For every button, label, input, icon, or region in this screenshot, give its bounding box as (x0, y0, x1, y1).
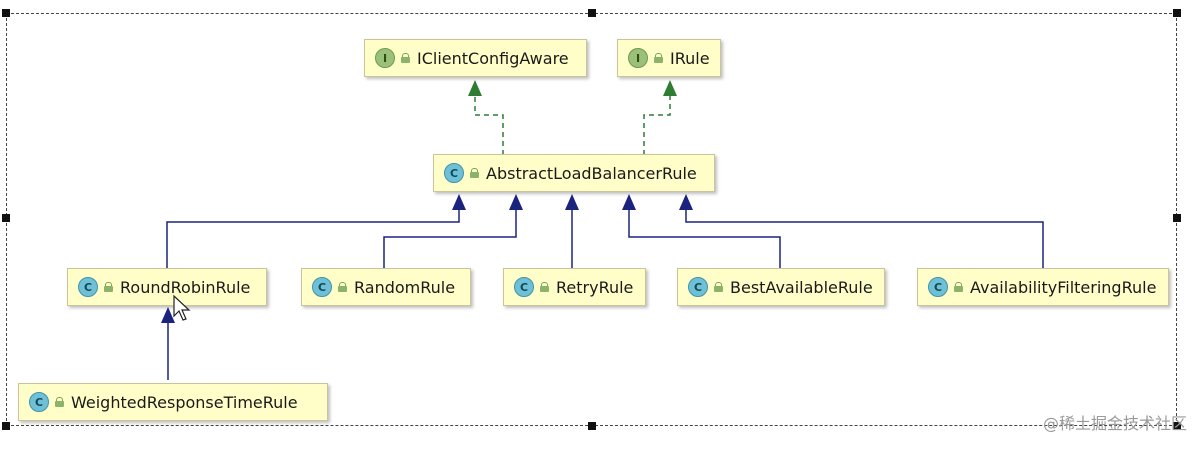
resize-handle-top-center[interactable] (588, 9, 596, 17)
public-visibility-icon (338, 281, 348, 293)
resize-handle-middle-right[interactable] (1173, 214, 1181, 222)
watermark-text: @稀土掘金技术社区 (1042, 414, 1187, 433)
node-weightedresponsetimerule[interactable]: C WeightedResponseTimeRule (18, 383, 328, 421)
public-visibility-icon (55, 396, 65, 408)
resize-handle-bottom-right[interactable] (1173, 422, 1181, 430)
node-randomrule[interactable]: C RandomRule (301, 268, 471, 306)
extends-arrowhead-3 (565, 194, 579, 210)
extends-edge-availability (685, 210, 1044, 268)
node-irule[interactable]: I IRule (617, 39, 721, 77)
node-iclientconfigaware[interactable]: I IClientConfigAware (364, 39, 587, 77)
public-visibility-icon (654, 52, 664, 64)
extends-arrowhead-1 (452, 194, 466, 210)
class-icon: C (514, 277, 534, 297)
node-availabilityfilteringrule[interactable]: C AvailabilityFilteringRule (917, 268, 1169, 306)
extends-arrowhead-2 (509, 194, 523, 210)
node-label: IRule (670, 48, 710, 68)
node-label: WeightedResponseTimeRule (71, 392, 298, 412)
public-visibility-icon (104, 281, 114, 293)
node-roundrobinrule[interactable]: C RoundRobinRule (67, 268, 267, 306)
mouse-pointer-icon (173, 294, 191, 321)
node-bestavailablerule[interactable]: C BestAvailableRule (677, 268, 885, 306)
implements-arrowhead-iclientconfigaware (468, 80, 482, 96)
public-visibility-icon (540, 281, 550, 293)
interface-icon: I (375, 48, 395, 68)
resize-handle-top-right[interactable] (1173, 9, 1181, 17)
node-label: RetryRule (556, 277, 634, 297)
class-icon: C (928, 277, 948, 297)
class-icon: C (78, 277, 98, 297)
implements-edge-iclientconfigaware (474, 96, 504, 155)
implements-edge-irule (643, 96, 671, 155)
node-label: IClientConfigAware (417, 48, 569, 68)
implements-arrowhead-irule (663, 80, 677, 96)
extends-edge-roundrobin (166, 210, 460, 268)
public-visibility-icon (714, 281, 724, 293)
class-icon: C (688, 277, 708, 297)
resize-handle-top-left[interactable] (2, 9, 10, 17)
node-label: AvailabilityFilteringRule (970, 277, 1157, 297)
extends-arrowhead-5 (679, 194, 693, 210)
node-abstractloadbalancerrule[interactable]: C AbstractLoadBalancerRule (433, 154, 715, 192)
extends-arrowhead-weighted (161, 307, 175, 323)
node-label: RandomRule (354, 277, 456, 297)
abstract-class-icon: C (444, 163, 464, 183)
interface-icon: I (628, 48, 648, 68)
resize-handle-middle-left[interactable] (2, 214, 10, 222)
resize-handle-bottom-left[interactable] (2, 422, 10, 430)
public-visibility-icon (401, 52, 411, 64)
public-visibility-icon (954, 281, 964, 293)
extends-edge-bestavailable (628, 210, 781, 268)
public-visibility-icon (470, 167, 480, 179)
resize-handle-bottom-center[interactable] (588, 422, 596, 430)
extends-edge-random (383, 210, 517, 268)
node-retryrule[interactable]: C RetryRule (503, 268, 646, 306)
class-icon: C (29, 392, 49, 412)
node-label: BestAvailableRule (730, 277, 873, 297)
class-icon: C (312, 277, 332, 297)
extends-arrowhead-4 (622, 194, 636, 210)
node-label: AbstractLoadBalancerRule (486, 163, 697, 183)
node-label: RoundRobinRule (120, 277, 251, 297)
